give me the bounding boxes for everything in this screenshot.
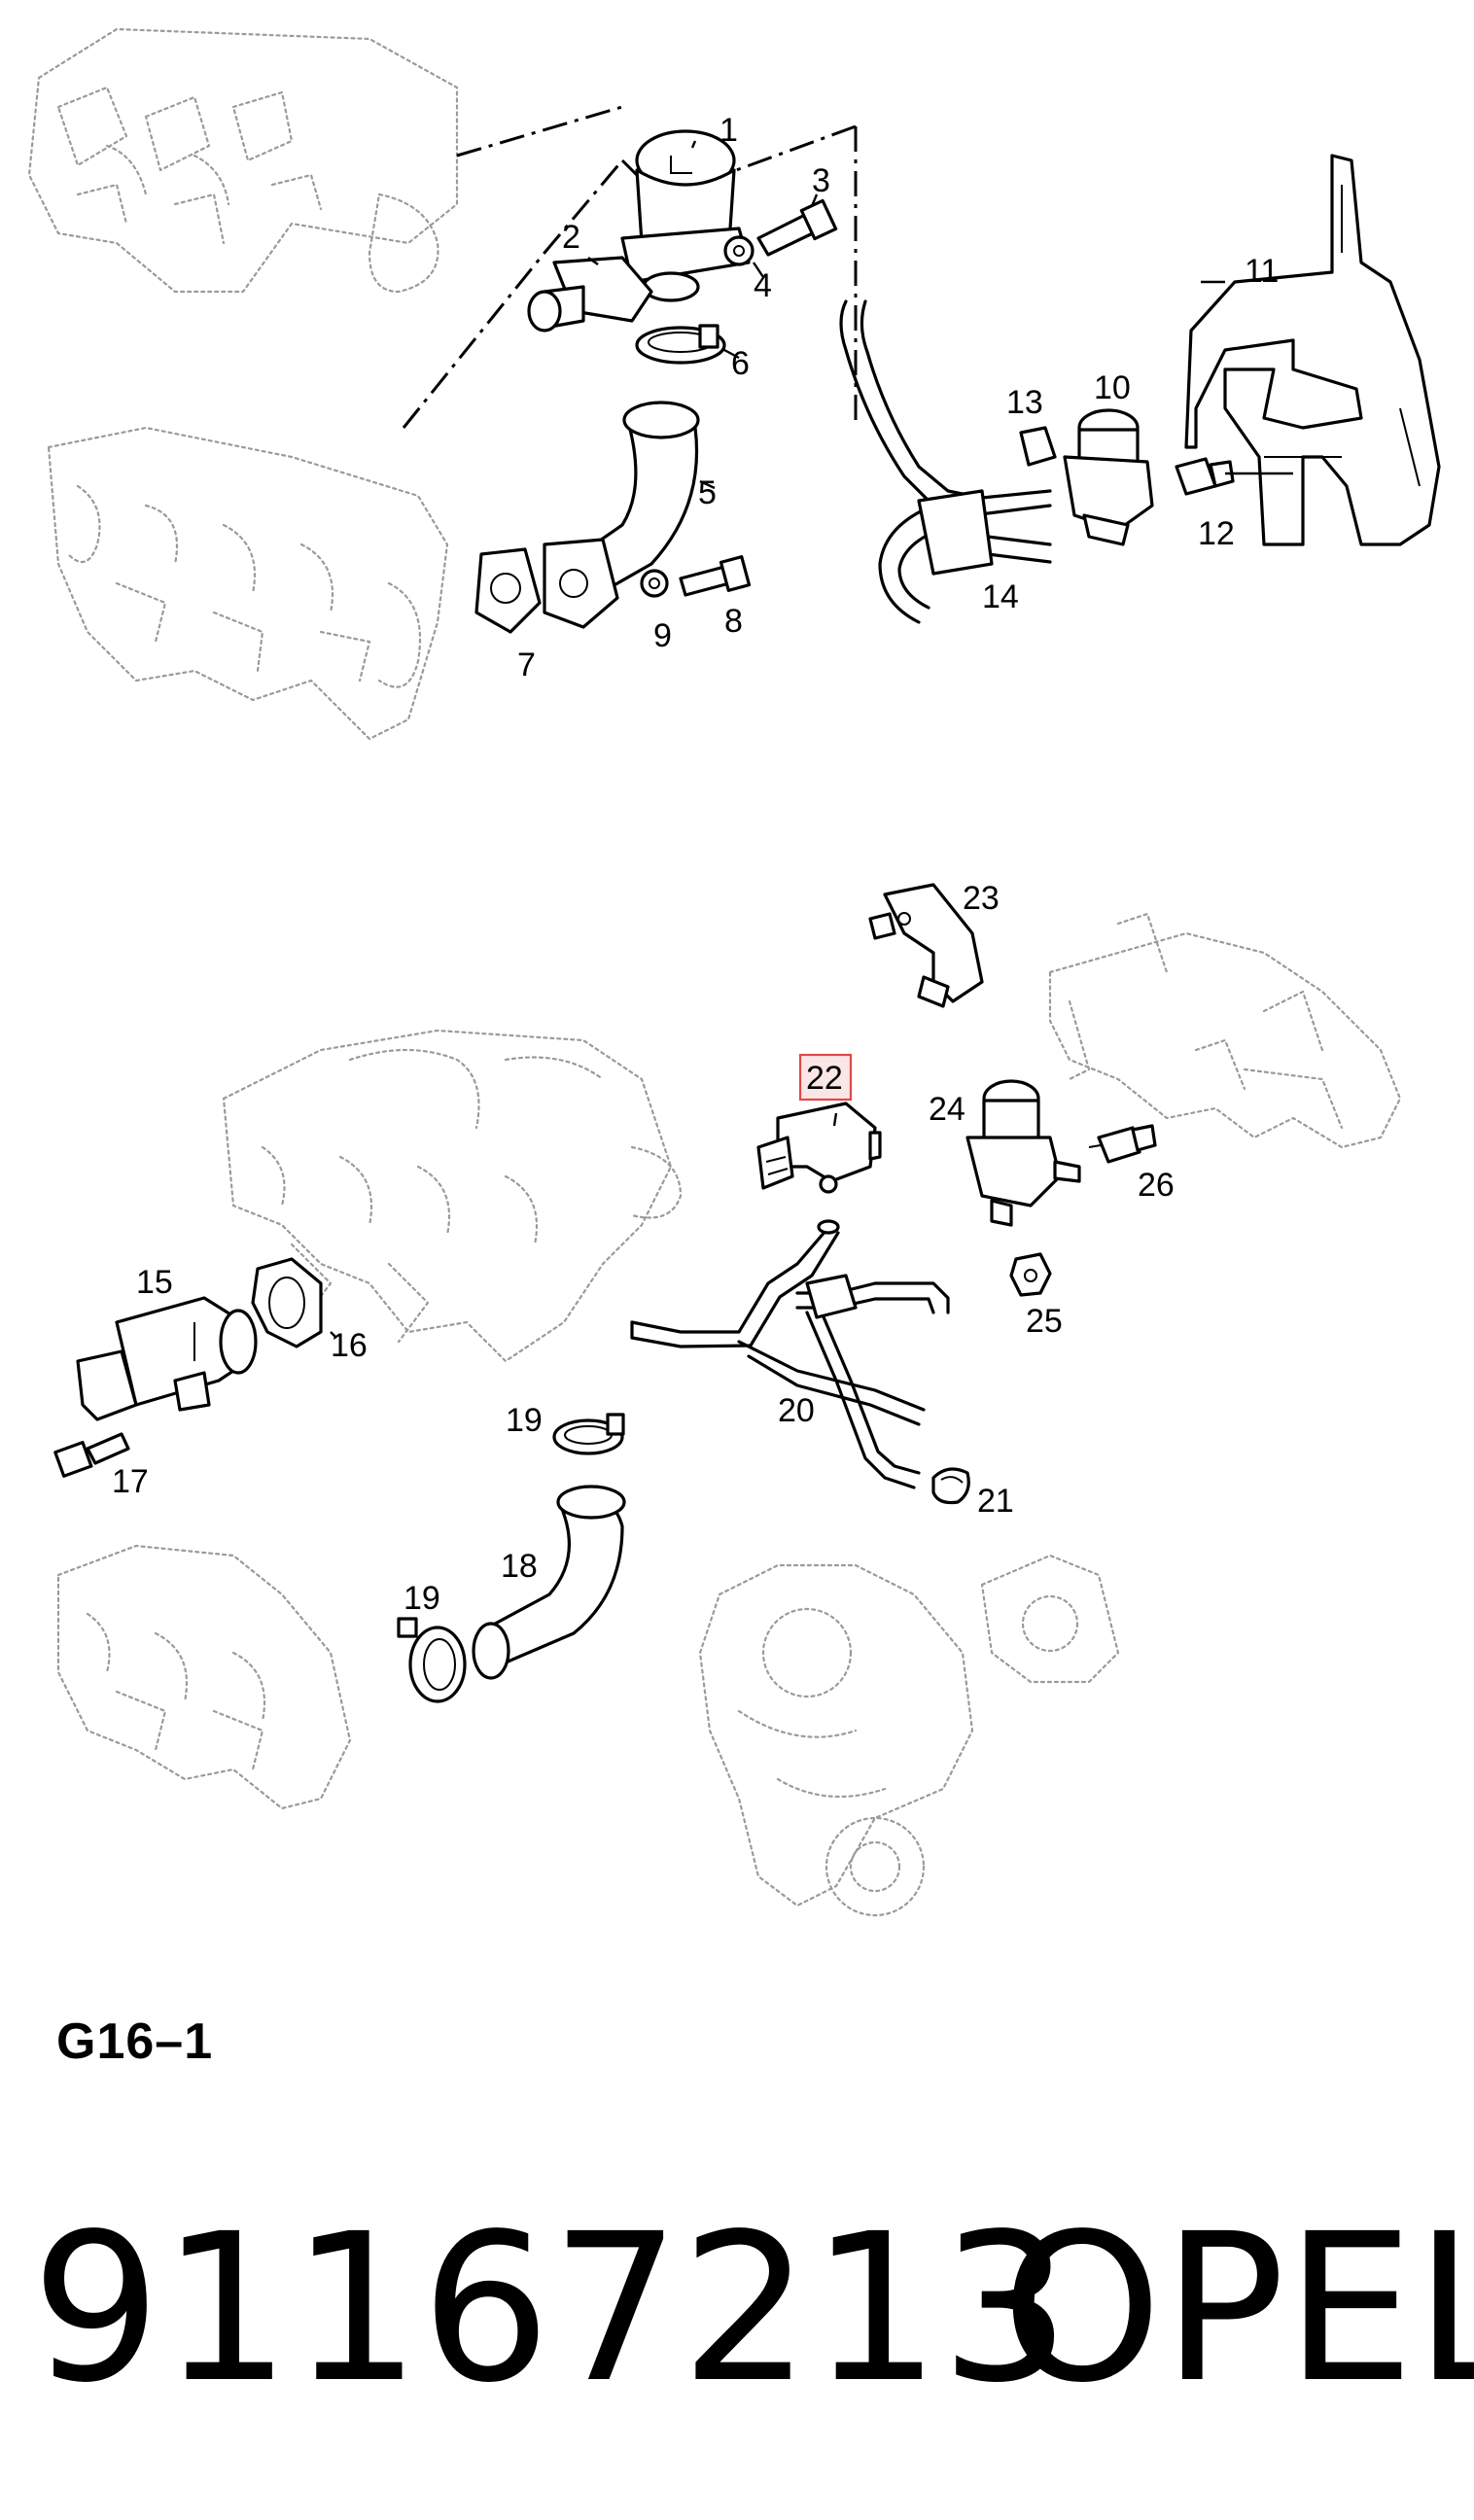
callout-22: 22 xyxy=(806,1060,843,1097)
sensor-part-26 xyxy=(1088,1124,1157,1164)
callout-1: 1 xyxy=(719,112,738,149)
callout-24: 24 xyxy=(929,1091,965,1128)
pipe-part-18 xyxy=(472,1485,626,1680)
egr-valve-part-1 xyxy=(620,129,751,302)
callout-26: 26 xyxy=(1138,1167,1175,1204)
parts-diagram: 1 2 3 4 5 6 7 8 9 10 11 12 13 14 15 16 1… xyxy=(27,27,1441,1917)
callout-9: 9 xyxy=(653,617,672,654)
bracket-part-23 xyxy=(868,883,984,1008)
bracket-part-11 xyxy=(1184,154,1441,546)
map-sensor-part-22 xyxy=(756,1102,882,1194)
ghost-manifold-bottom-left xyxy=(56,1544,352,1810)
gasket-part-16 xyxy=(251,1257,323,1348)
callout-7: 7 xyxy=(517,647,536,683)
callout-labels: 1 2 3 4 5 6 7 8 9 10 11 12 13 14 15 16 1… xyxy=(112,112,1279,1617)
ghost-intake-manifold-top xyxy=(27,27,459,294)
highlight-box-part-22 xyxy=(798,1053,853,1102)
clip-part-21 xyxy=(931,1467,970,1505)
bolt-part-17 xyxy=(53,1432,130,1478)
clamp-part-19-upper xyxy=(552,1413,625,1455)
callout-12: 12 xyxy=(1198,515,1235,552)
callout-18: 18 xyxy=(501,1548,538,1585)
ghost-exhaust-manifold-top xyxy=(47,426,449,741)
sensor-part-12 xyxy=(1175,457,1235,496)
callout-8: 8 xyxy=(724,603,743,640)
gasket-part-7 xyxy=(474,547,542,634)
cap-part-13 xyxy=(1019,426,1057,467)
clamp-part-6 xyxy=(635,324,726,365)
nut-part-25 xyxy=(1009,1252,1052,1297)
ghost-intake-bottom-right xyxy=(1048,912,1402,1149)
vacuum-actuator-part-24 xyxy=(965,1079,1081,1227)
part-number: 91167213 xyxy=(31,2189,1070,2428)
leader-lines xyxy=(330,140,1293,1338)
hose-part-14 xyxy=(839,299,1052,624)
washer-part-4 xyxy=(723,235,755,266)
ghost-turbocharger-bottom xyxy=(698,1554,1120,1917)
brand-name: OPEL xyxy=(1001,2189,1474,2428)
pipe-assembly-part-20 xyxy=(630,1219,950,1489)
callout-23: 23 xyxy=(963,880,1000,917)
callout-2: 2 xyxy=(562,219,580,256)
bolt-part-3 xyxy=(756,198,838,257)
callout-5: 5 xyxy=(698,474,717,511)
clamp-part-19-lower xyxy=(397,1617,467,1703)
callout-19-lower: 19 xyxy=(404,1580,440,1617)
pipe-part-5 xyxy=(543,401,700,629)
callout-13: 13 xyxy=(1006,384,1043,421)
vacuum-actuator-part-10 xyxy=(1063,408,1154,546)
washer-part-9 xyxy=(640,569,669,598)
callout-16: 16 xyxy=(331,1327,368,1364)
callout-11: 11 xyxy=(1245,253,1279,290)
figure-code: G16–1 xyxy=(56,2013,214,2070)
callout-14: 14 xyxy=(982,578,1019,615)
flange-elbow-part-2 xyxy=(527,256,653,332)
callout-21: 21 xyxy=(977,1483,1014,1520)
callout-15: 15 xyxy=(136,1264,173,1301)
callout-4: 4 xyxy=(754,267,772,304)
egr-valve-part-15 xyxy=(76,1296,258,1421)
callout-10: 10 xyxy=(1094,369,1131,406)
callout-25: 25 xyxy=(1026,1303,1063,1340)
callout-6: 6 xyxy=(731,345,750,382)
callout-3: 3 xyxy=(812,162,830,199)
callout-20: 20 xyxy=(778,1392,815,1429)
bolt-part-8 xyxy=(679,555,752,597)
callout-17: 17 xyxy=(112,1463,149,1500)
callout-19-upper: 19 xyxy=(506,1402,543,1439)
